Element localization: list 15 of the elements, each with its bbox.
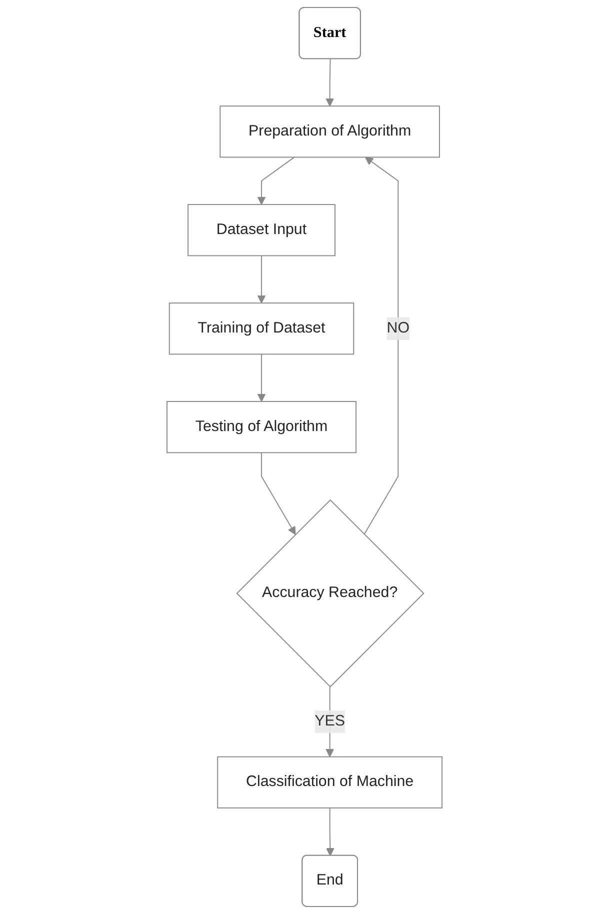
node-box: Preparation of Algorithm bbox=[220, 106, 440, 158]
node-diamond: Accuracy Reached? bbox=[236, 499, 424, 688]
arrow bbox=[261, 452, 296, 535]
arrow bbox=[364, 156, 399, 535]
node-box: Training of Dataset bbox=[168, 302, 354, 355]
edge-label: NO bbox=[386, 320, 410, 336]
arrow bbox=[326, 58, 334, 106]
node-box: Classification of Machine bbox=[217, 756, 442, 808]
arrow bbox=[257, 156, 295, 205]
edge-label: YES bbox=[314, 713, 345, 730]
node-box: Testing of Algorithm bbox=[166, 401, 356, 454]
arrow bbox=[257, 354, 266, 402]
arrow bbox=[257, 255, 266, 304]
node-box: Dataset Input bbox=[188, 204, 336, 256]
arrow bbox=[326, 807, 334, 856]
